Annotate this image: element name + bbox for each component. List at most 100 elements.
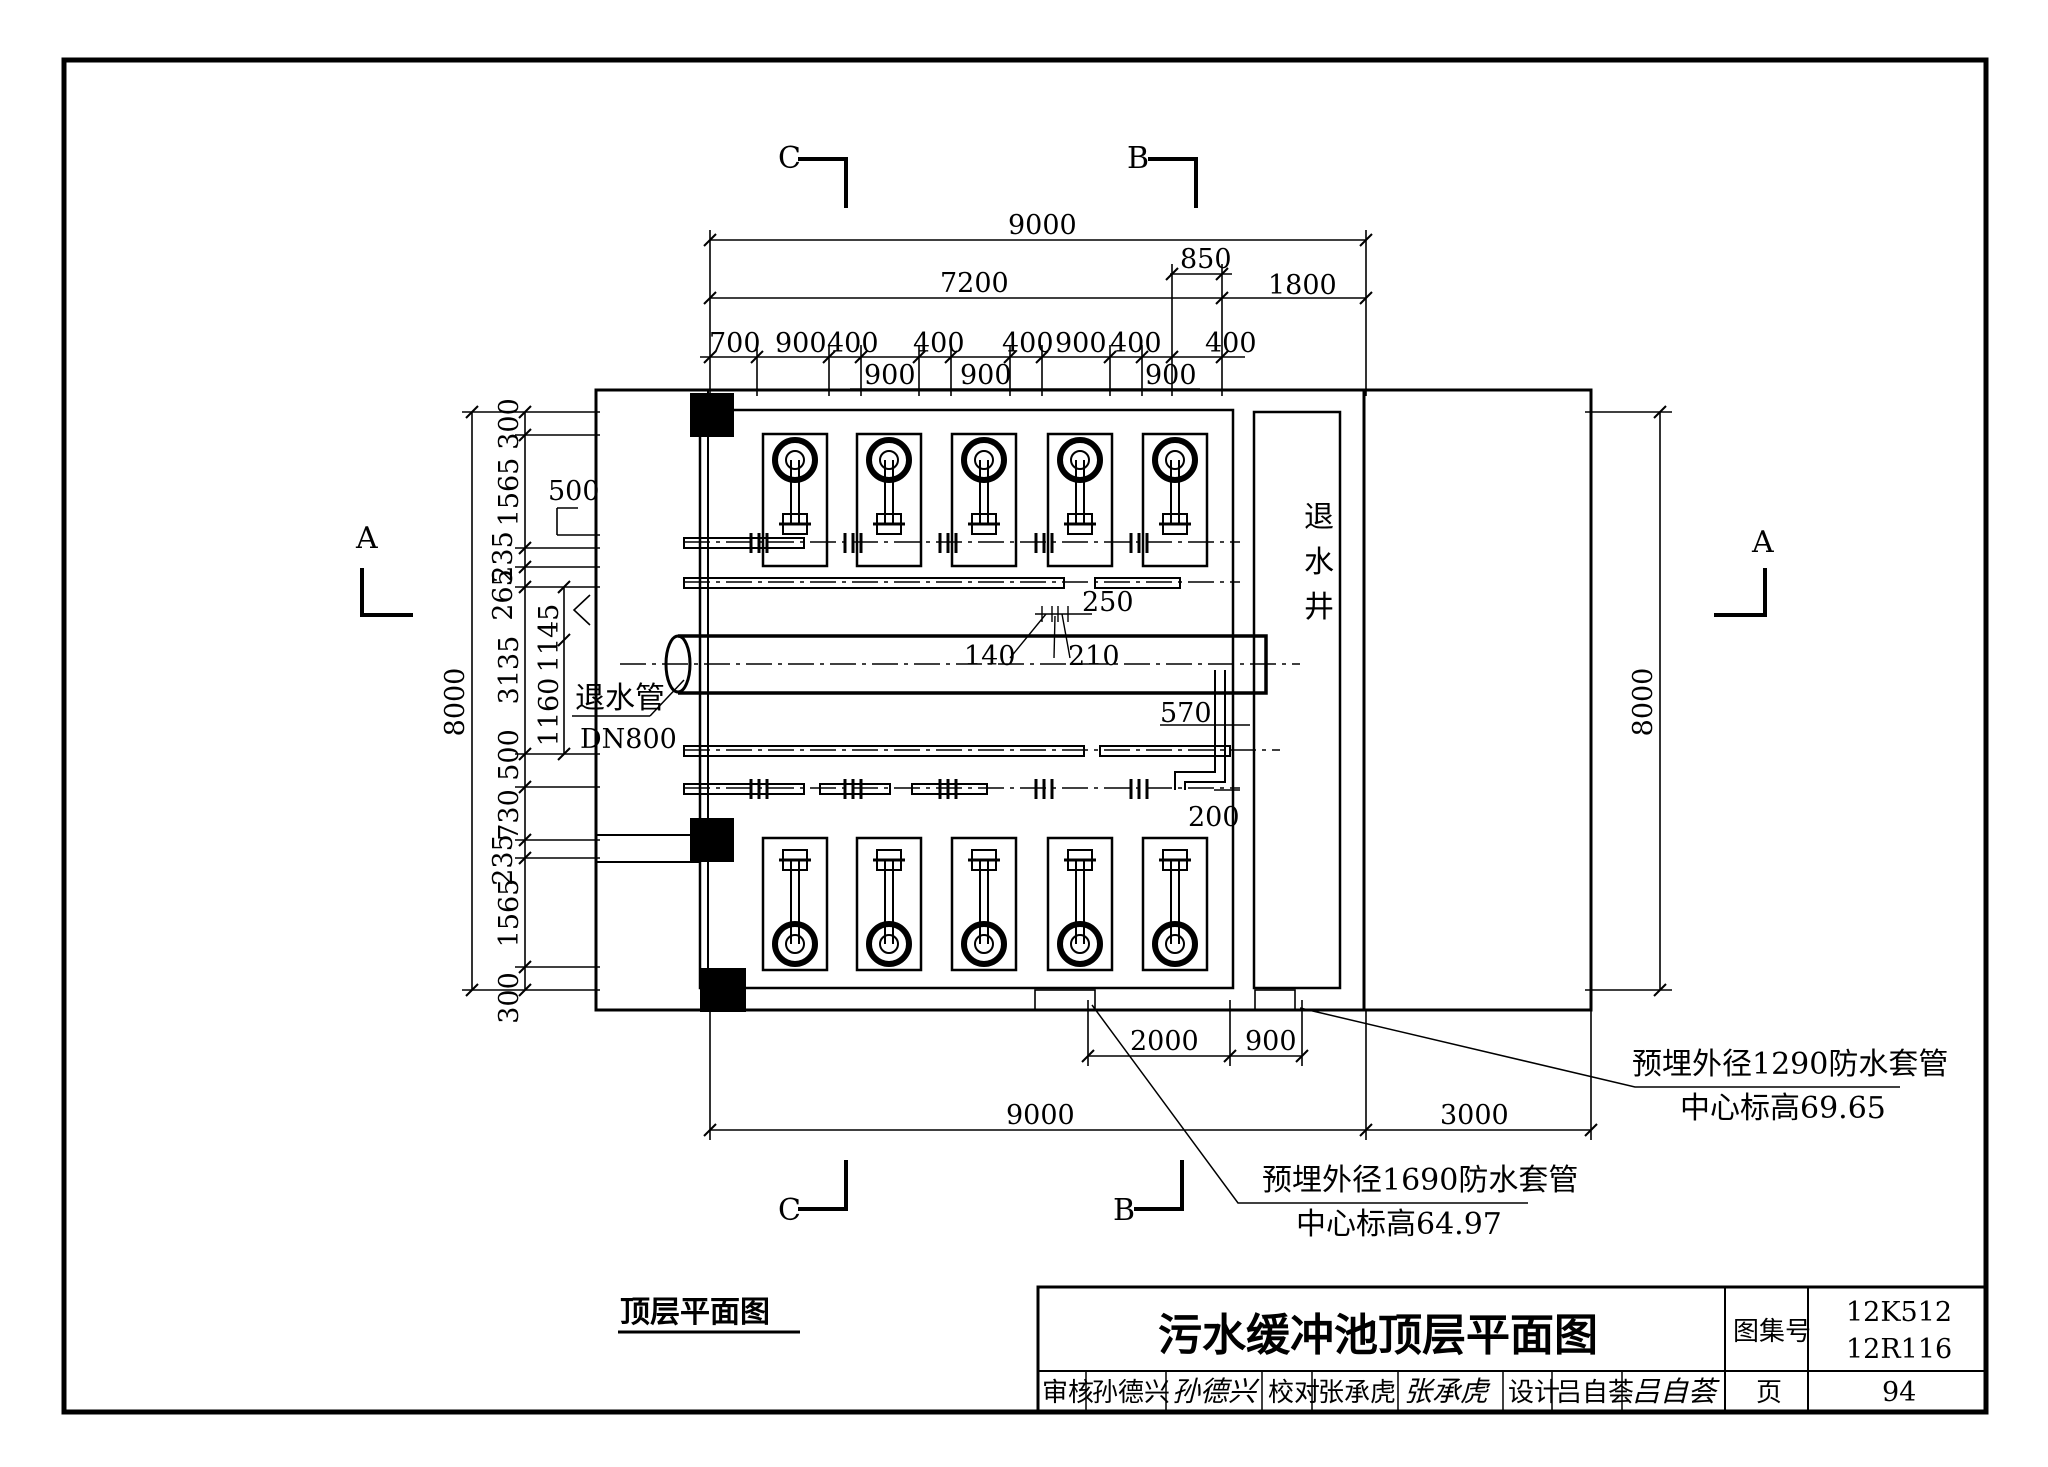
section-marker-c-top: C — [778, 141, 848, 208]
label-drain-well-0: 退 — [1304, 500, 1334, 535]
lower-pump-5 — [1141, 836, 1209, 972]
dim-top-row1-5: 900 — [1055, 328, 1107, 359]
valve-1 — [749, 533, 769, 553]
dim-inner-200: 200 — [1188, 802, 1240, 833]
leader-lines — [1091, 1004, 1900, 1204]
dim-left-5: 3135 — [494, 636, 525, 705]
dim-top-row1-2: 400 — [827, 328, 879, 359]
section-label-c-bottom: C — [778, 1193, 801, 1228]
dim-top-row1-7: 400 — [1205, 328, 1257, 359]
dim-left-10: 1565 — [494, 879, 525, 948]
section-label-a-right: A — [1751, 525, 1774, 560]
inner-dimensions — [1009, 606, 1250, 791]
title-block-page-label: 页 — [1756, 1378, 1782, 1408]
sleeve2-line1: 预埋外径1690防水套管 — [1262, 1163, 1578, 1198]
dim-left-3: 265 — [488, 569, 519, 621]
section-marker-c-bottom: C — [778, 1160, 848, 1228]
dim-bottom-9000: 9000 — [1006, 1100, 1075, 1131]
title-block-checker-signature: 张承虎 — [1404, 1375, 1491, 1408]
building-outline — [594, 388, 1593, 1012]
left-dimension-labels: 300 1565 235 265 1145 3135 1160 500 730 … — [440, 398, 600, 1024]
dim-right-total: 8000 — [1628, 668, 1659, 737]
drawing-caption: 顶层平面图 — [620, 1295, 770, 1330]
dim-left-9: 235 — [488, 834, 519, 886]
dim-top-overall: 9000 — [1008, 210, 1077, 241]
title-block-reviewer: 孙德兴 — [1092, 1378, 1170, 1408]
title-block — [1036, 1285, 1988, 1414]
upper-pump-4 — [1046, 432, 1114, 568]
dim-inner-500: 500 — [548, 476, 600, 507]
dim-left-0: 300 — [494, 398, 525, 450]
dim-left-6: 1160 — [534, 678, 565, 747]
bottom-dimensions — [703, 989, 1598, 1140]
valve-lower-1 — [749, 779, 769, 799]
dim-left-7: 500 — [494, 729, 525, 781]
sleeve1-line1: 预埋外径1290防水套管 — [1632, 1047, 1948, 1082]
section-marker-b-bottom: B — [1113, 1160, 1184, 1228]
right-dimension — [1585, 405, 1672, 997]
title-block-reviewer-signature: 孙德兴 — [1172, 1375, 1260, 1408]
valve-5 — [1129, 533, 1149, 553]
label-drain-pipe: 退水管 — [575, 681, 665, 716]
dim-top-row2-2: 900 — [1145, 360, 1197, 391]
section-marker-b-top: B — [1127, 141, 1198, 208]
dim-top-left: 7200 — [940, 268, 1009, 299]
dim-top-row1-0: 700 — [709, 328, 761, 359]
title-block-atlas-label: 图集号 — [1733, 1317, 1811, 1347]
valve-4 — [1034, 533, 1054, 553]
section-label-b-top: B — [1127, 141, 1149, 176]
drain-well-label: 退 水 井 — [1304, 500, 1334, 625]
upper-pump-2 — [855, 432, 923, 568]
dim-top-row2-0: 900 — [864, 360, 916, 391]
valve-lower-2 — [843, 779, 863, 799]
lower-pump-2 — [855, 836, 923, 972]
dim-top-row1-3: 400 — [913, 328, 965, 359]
dim-left-total: 8000 — [440, 668, 471, 737]
dim-top-row2-1: 900 — [960, 360, 1012, 391]
dim-bottom-900: 900 — [1245, 1026, 1297, 1057]
dim-bottom-3000: 3000 — [1440, 1100, 1509, 1131]
label-drain-pipe-dn: DN800 — [580, 724, 677, 755]
dim-left-4: 1145 — [534, 604, 565, 673]
title-block-atlas-no-1: 12K512 — [1846, 1297, 1952, 1328]
lower-pump-1 — [761, 836, 829, 972]
section-marker-a-left: A — [355, 521, 413, 617]
section-label-c-top: C — [778, 141, 801, 176]
lower-pump-4 — [1046, 836, 1114, 972]
title-block-designer: 吕自荟 — [1556, 1378, 1634, 1408]
upper-pump-5 — [1141, 432, 1209, 568]
valve-3 — [938, 533, 958, 553]
sleeve2-line2: 中心标高64.97 — [1296, 1207, 1502, 1242]
dim-left-1: 1565 — [494, 458, 525, 527]
dim-top-row1-4: 400 — [1002, 328, 1054, 359]
column-mid-left — [690, 818, 734, 862]
lower-pump-row — [749, 779, 1209, 972]
section-marker-a-right: A — [1714, 525, 1774, 617]
title-block-review-label: 审核 — [1042, 1378, 1094, 1408]
dim-left-8: 730 — [494, 789, 525, 841]
dim-bottom-2000: 2000 — [1130, 1026, 1199, 1057]
dim-top-row1-1: 900 — [775, 328, 827, 359]
drain-pipe-dn800 — [620, 634, 1300, 695]
dim-inner-250: 250 — [1082, 587, 1134, 618]
title-block-designer-signature: 吕自荟 — [1632, 1375, 1720, 1408]
valve-2 — [843, 533, 863, 553]
upper-pump-row — [749, 432, 1209, 568]
title-block-checker: 张承虎 — [1318, 1378, 1396, 1408]
upper-pump-3 — [950, 432, 1018, 568]
title-block-title: 污水缓冲池顶层平面图 — [1158, 1310, 1598, 1361]
title-block-check-label: 校对 — [1268, 1378, 1320, 1408]
section-label-a-left: A — [355, 521, 378, 556]
upper-pump-1 — [761, 432, 829, 568]
label-drain-well-2: 井 — [1304, 590, 1334, 625]
dim-top-row1-6: 400 — [1110, 328, 1162, 359]
dim-inner-210: 210 — [1068, 641, 1120, 672]
title-block-design-label: 设计 — [1508, 1378, 1560, 1408]
section-label-b-bottom: B — [1113, 1193, 1135, 1228]
column-top-left — [690, 393, 734, 437]
sleeve1-line2: 中心标高69.65 — [1680, 1091, 1886, 1126]
dim-inner-140: 140 — [964, 641, 1016, 672]
left-dimensions — [462, 405, 600, 997]
top-dimensions — [700, 230, 1373, 396]
